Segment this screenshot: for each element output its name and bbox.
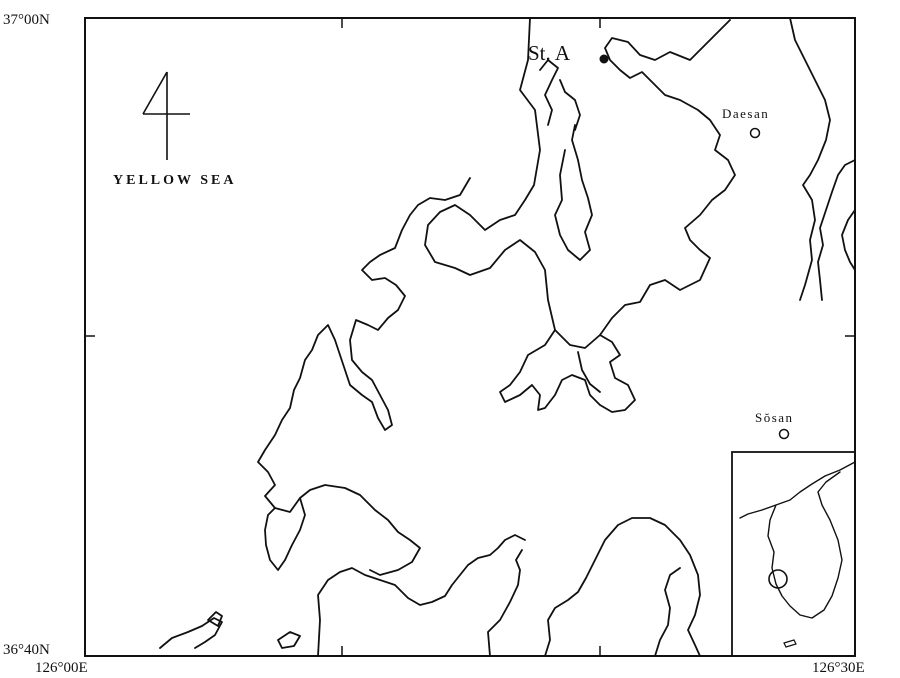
lon-left-label: 126°00E [35,660,88,676]
coastline-south-bay [264,497,306,571]
coastline-center-arms [499,329,636,413]
sosan-marker [778,428,790,440]
coastline-southwest [317,534,526,657]
coastline-peninsula-west [257,177,471,576]
coastline-south-east-inlet [654,567,681,657]
island-small-2 [207,611,223,627]
inset-frame [731,451,856,657]
station-a-marker [599,54,609,64]
sea-label: YELLOW SEA [113,173,237,188]
coastline-northeast [789,17,831,301]
map-frame [84,17,856,657]
coastline-east [817,159,856,301]
inset-map [731,451,856,657]
coastline-south-peninsula [544,517,701,657]
coastline-north [424,17,736,349]
island-small-1 [277,631,301,649]
coastline-southwest-islands [159,617,223,649]
inset-island [783,639,797,648]
station-a-label: St. A [528,41,571,65]
coastlines [159,17,856,657]
north-arrow [142,71,190,160]
coastline-north-arm [559,79,581,131]
frame-ticks [85,18,855,656]
coastline-inner-inlet [577,351,601,393]
daesan-label: Daesan [722,106,769,121]
coastline-north-inlet [554,124,593,261]
lat-top-label: 37°00N [3,12,50,28]
coastline-south-center [487,549,523,657]
lat-bottom-label: 36°40N [3,642,50,658]
lon-right-label: 126°30E [812,660,865,676]
coastline-east-inlet [841,209,856,271]
sosan-label: Sŏsan [755,410,794,425]
daesan-marker [749,127,761,139]
inset-korea-outline [739,461,856,619]
inset-study-area-marker [768,569,788,589]
coastline-north-lobe [539,59,559,126]
